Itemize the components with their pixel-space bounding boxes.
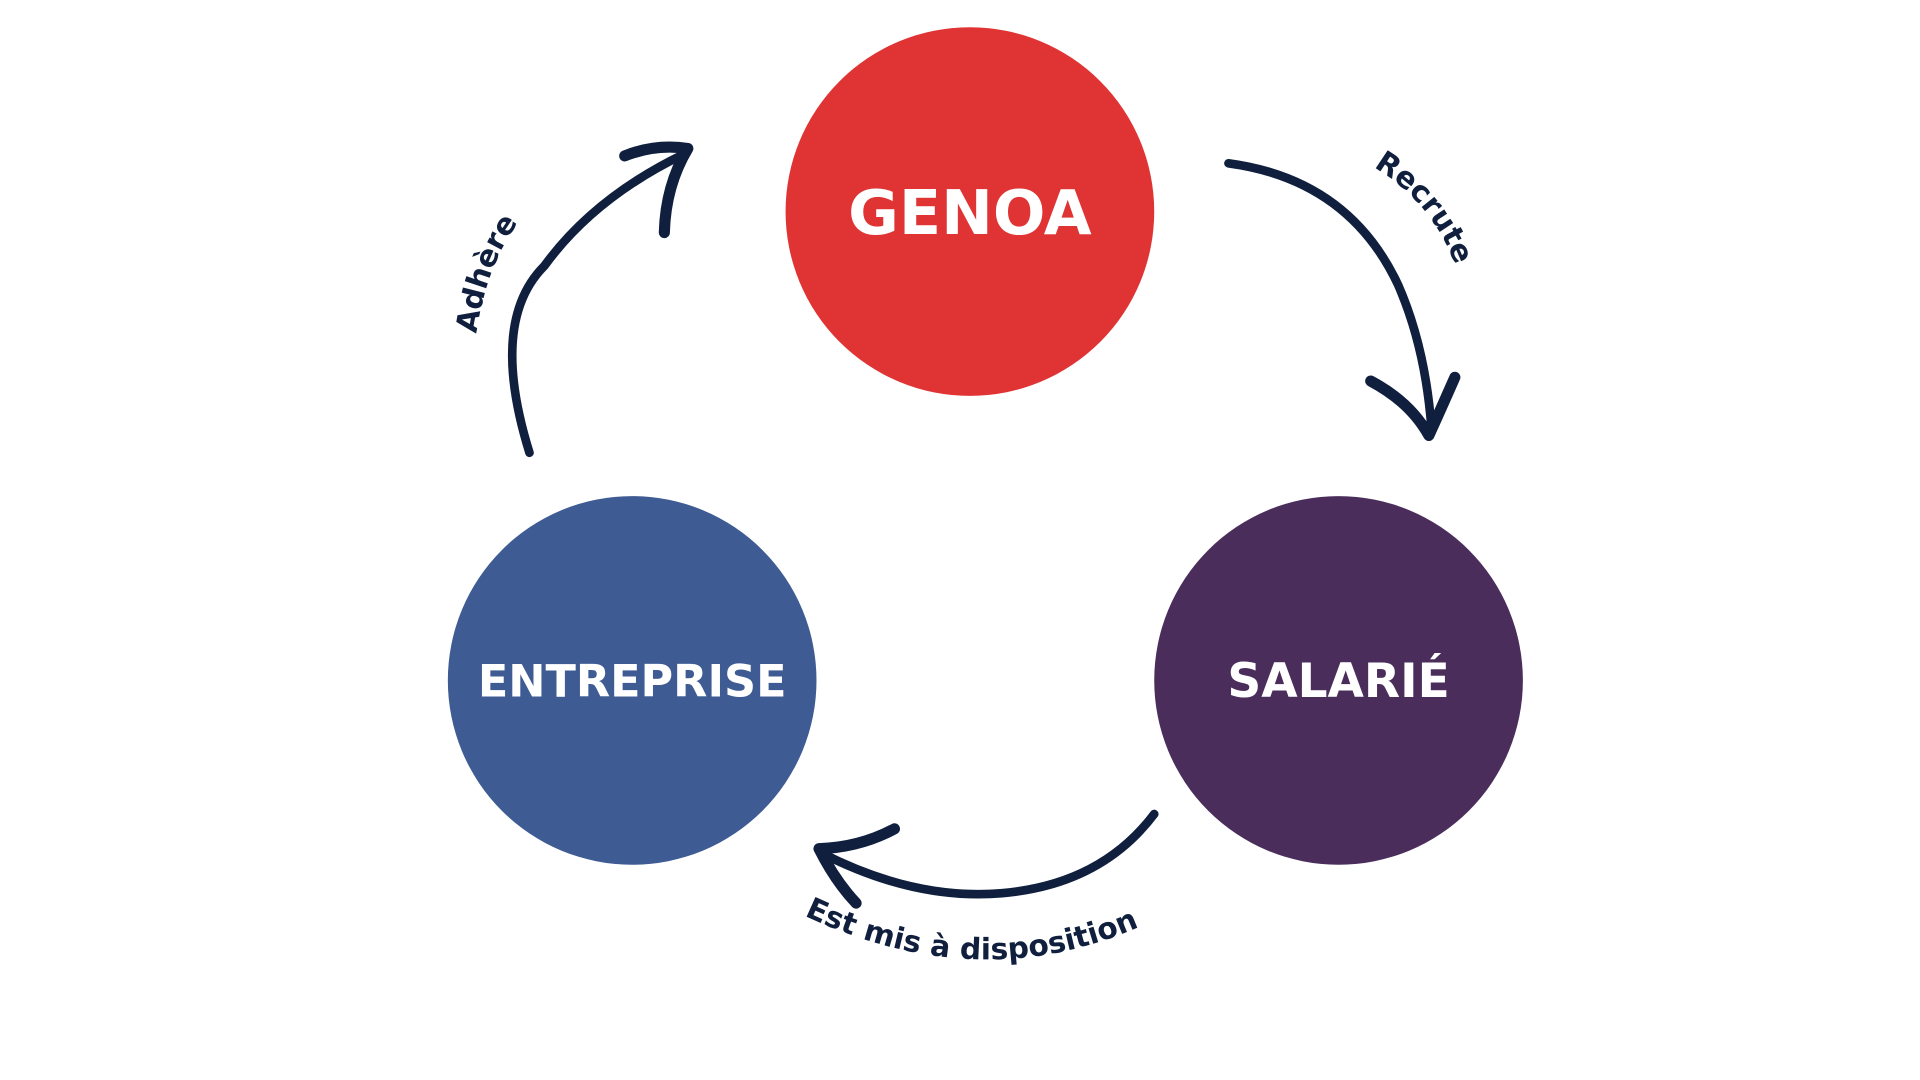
genoa-label: GENOA — [848, 177, 1092, 249]
entreprise-label: ENTREPRISE — [478, 656, 787, 708]
arrow-recrute-label: Recrute — [1369, 144, 1480, 268]
arrow-mis-head-icon — [813, 823, 900, 909]
arrow-adhere-head-icon — [619, 141, 694, 239]
arrow-adhere-shaft — [507, 150, 688, 458]
entreprise-circle — [447, 496, 817, 865]
arrow-adhere: Adhère — [450, 141, 694, 458]
arrow-recrute-shaft — [1224, 158, 1436, 432]
arrow-recrute: Recrute — [1224, 144, 1480, 442]
node-salarie: SALARIÉ — [1154, 496, 1523, 865]
salarie-label: SALARIÉ — [1227, 654, 1449, 709]
salarie-circle — [1154, 496, 1523, 865]
arrow-recrute-head-icon — [1365, 371, 1461, 442]
arrow-mis-shaft — [818, 809, 1159, 899]
node-entreprise: ENTREPRISE — [447, 496, 817, 865]
genoa-circle — [785, 27, 1155, 396]
node-genoa: GENOA — [785, 27, 1155, 396]
arrow-mis-a-disposition: Est mis à disposition — [801, 809, 1159, 968]
